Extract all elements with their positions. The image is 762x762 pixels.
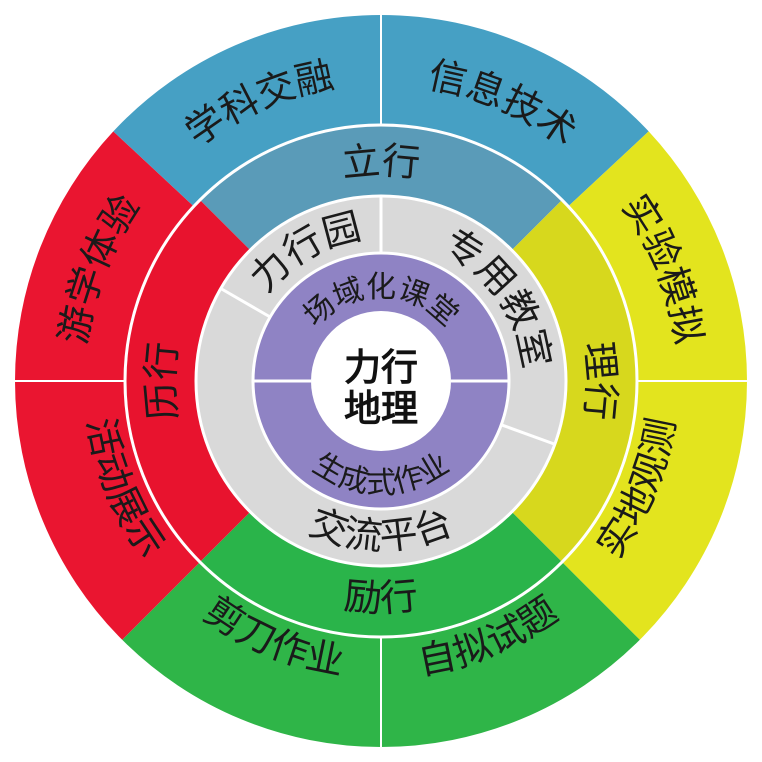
center-title-line1: 力行 — [344, 346, 418, 389]
platform-ring — [196, 196, 566, 566]
center-title-line2: 地理 — [344, 387, 418, 430]
outer-sector-clipping-homework — [122, 562, 382, 747]
platform-sector-garden — [220, 196, 381, 317]
platform-sector-exchange — [196, 288, 555, 566]
outer-sector-experiment-sim — [568, 131, 747, 381]
center-circle — [311, 311, 451, 451]
outer-sector-field-observation — [562, 381, 747, 640]
outer-sector-info-tech — [381, 15, 649, 207]
outer-sector-activity-show — [15, 381, 200, 640]
outer-sector-interdisciplinary — [113, 15, 381, 207]
outer-sector-self-made-questions — [381, 562, 640, 747]
ring-dividers — [15, 15, 747, 747]
outer-ring — [15, 15, 747, 747]
outer-sector-study-tour — [15, 131, 194, 381]
platform-sector-classroom — [381, 196, 566, 445]
platform-divider-2 — [500, 423, 556, 446]
platform-divider-0 — [220, 287, 271, 319]
